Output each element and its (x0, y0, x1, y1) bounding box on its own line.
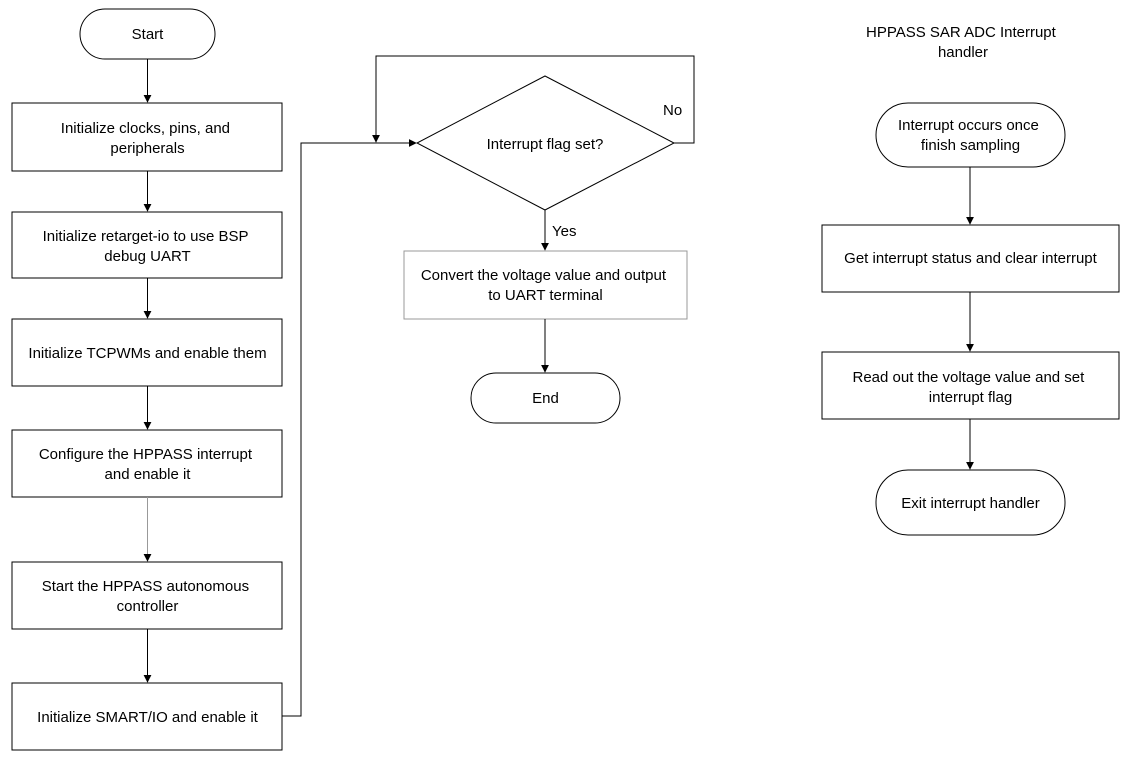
get-status-label: Get interrupt status and clear interrupt (844, 250, 1097, 267)
init-tcpwm-label: Initialize TCPWMs and enable them (28, 345, 266, 362)
configure-interrupt-box (11, 429, 283, 498)
init-clocks-box (11, 102, 283, 172)
isr-end-terminator (875, 469, 1066, 536)
end-terminator (470, 372, 621, 424)
arrow-smartio-to-decision (282, 139, 417, 717)
start-autonomous-label: Start the HPPASS autonomous controller (42, 578, 254, 615)
init-tcpwm-box (11, 318, 283, 387)
get-status-box (821, 224, 1120, 293)
end-label: End (532, 390, 559, 407)
isr-start-label: Interrupt occurs once finish sampling (898, 117, 1043, 154)
start-autonomous-box (11, 561, 283, 630)
yes-label: Yes (552, 223, 576, 240)
arrow-no-loop (372, 55, 695, 144)
isr-title: HPPASS SAR ADC Interrupt handler (866, 24, 1060, 61)
convert-voltage-label: Convert the voltage value and output to … (421, 267, 670, 304)
decision-label: Interrupt flag set? (487, 136, 604, 153)
init-smartio-label: Initialize SMART/IO and enable it (37, 709, 258, 726)
start-label: Start (132, 26, 165, 43)
configure-interrupt-label: Configure the HPPASS interrupt and enabl… (39, 446, 256, 483)
convert-voltage-box (403, 250, 688, 320)
no-label: No (663, 102, 682, 119)
init-smartio-box (11, 682, 283, 751)
init-retarget-label: Initialize retarget-io to use BSP debug … (43, 228, 253, 265)
isr-start-terminator (875, 102, 1066, 168)
isr-end-label: Exit interrupt handler (901, 495, 1039, 512)
init-clocks-label: Initialize clocks, pins, and peripherals (61, 120, 234, 157)
read-voltage-box (821, 351, 1120, 420)
init-retarget-box (11, 211, 283, 279)
read-voltage-label: Read out the voltage value and set inter… (852, 369, 1088, 406)
